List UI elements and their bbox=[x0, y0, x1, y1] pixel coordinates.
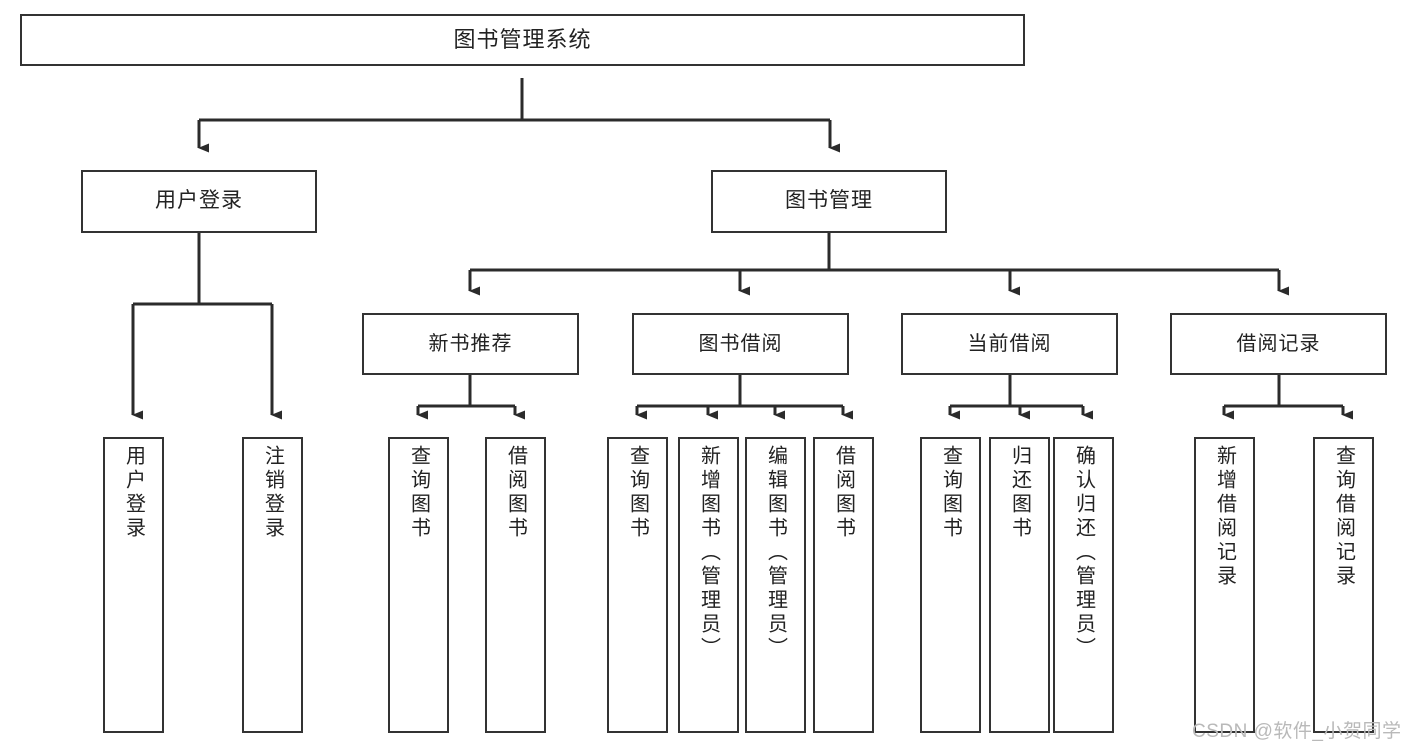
node-user-login-label: 用户登录 bbox=[155, 189, 243, 213]
leaf-new-book-query[interactable]: 查询图书 bbox=[388, 437, 449, 733]
leaf-borrow-borrow-book[interactable]: 借阅图书 bbox=[813, 437, 874, 733]
leaf-label: 注销登录 bbox=[261, 445, 284, 541]
node-book-management[interactable]: 图书管理 bbox=[711, 170, 947, 233]
leaf-label: 新增借阅记录 bbox=[1213, 445, 1236, 589]
leaf-label: 用户登录 bbox=[122, 445, 145, 541]
leaf-user-login-login[interactable]: 用户登录 bbox=[103, 437, 164, 733]
leaf-label: 查询借阅记录 bbox=[1332, 445, 1355, 589]
leaf-label: 借阅图书 bbox=[504, 445, 527, 541]
leaf-borrow-edit-book[interactable]: 编辑图书（管理员） bbox=[745, 437, 806, 733]
leaf-label: 查询图书 bbox=[407, 445, 430, 541]
node-current-borrow-label: 当前借阅 bbox=[967, 332, 1052, 355]
leaf-borrow-add-book[interactable]: 新增图书（管理员） bbox=[678, 437, 739, 733]
leaf-label: 查询图书 bbox=[939, 445, 962, 541]
leaf-new-book-borrow[interactable]: 借阅图书 bbox=[485, 437, 546, 733]
leaf-label: 确认归还（管理员） bbox=[1072, 445, 1095, 661]
leaf-label: 新增图书（管理员） bbox=[697, 445, 720, 661]
node-new-book-recommend[interactable]: 新书推荐 bbox=[362, 313, 579, 375]
leaf-record-add-record[interactable]: 新增借阅记录 bbox=[1194, 437, 1255, 733]
node-book-management-label: 图书管理 bbox=[785, 189, 873, 213]
node-book-borrow[interactable]: 图书借阅 bbox=[632, 313, 849, 375]
watermark: CSDN @软件_小贺同学 bbox=[1192, 721, 1402, 742]
node-root-label: 图书管理系统 bbox=[453, 27, 592, 53]
leaf-user-login-logout[interactable]: 注销登录 bbox=[242, 437, 303, 733]
leaf-label: 借阅图书 bbox=[832, 445, 855, 541]
leaf-borrow-query-book[interactable]: 查询图书 bbox=[607, 437, 668, 733]
node-user-login[interactable]: 用户登录 bbox=[81, 170, 317, 233]
leaf-label: 查询图书 bbox=[626, 445, 649, 541]
node-root[interactable]: 图书管理系统 bbox=[20, 14, 1025, 66]
node-borrow-record-label: 借阅记录 bbox=[1236, 332, 1321, 355]
node-current-borrow[interactable]: 当前借阅 bbox=[901, 313, 1118, 375]
leaf-label: 编辑图书（管理员） bbox=[764, 445, 787, 661]
leaf-current-query-book[interactable]: 查询图书 bbox=[920, 437, 981, 733]
node-borrow-record[interactable]: 借阅记录 bbox=[1170, 313, 1387, 375]
leaf-label: 归还图书 bbox=[1008, 445, 1031, 541]
leaf-record-query-record[interactable]: 查询借阅记录 bbox=[1313, 437, 1374, 733]
leaf-current-confirm-return[interactable]: 确认归还（管理员） bbox=[1053, 437, 1114, 733]
node-new-book-recommend-label: 新书推荐 bbox=[428, 332, 513, 355]
leaf-current-return-book[interactable]: 归还图书 bbox=[989, 437, 1050, 733]
node-book-borrow-label: 图书借阅 bbox=[698, 332, 783, 355]
